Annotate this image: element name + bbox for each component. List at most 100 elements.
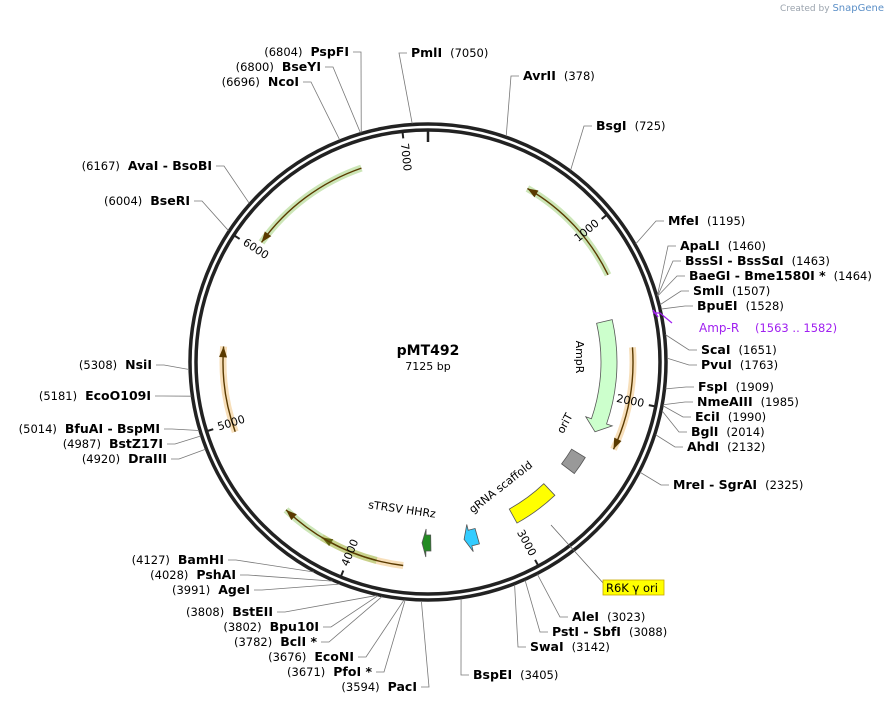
snapgene-credit: Created by SnapGene	[780, 3, 884, 14]
orf-arc	[260, 167, 362, 243]
orf-arrowhead	[613, 437, 622, 450]
site-leader	[358, 599, 405, 658]
site-label: (3594)PacI	[341, 679, 417, 694]
site-name: AvrII	[523, 68, 556, 83]
tick-mark	[601, 213, 608, 220]
tick-mark	[401, 131, 405, 139]
tick-mark	[648, 404, 656, 408]
site-position: (3405)	[520, 668, 558, 682]
site-position: (3023)	[607, 610, 645, 624]
site-leader	[639, 471, 669, 486]
site-position: (4920)	[82, 452, 120, 466]
site-position: (3782)	[234, 635, 272, 649]
tick-mark	[233, 234, 241, 240]
site-label: (4028)PshAI	[150, 567, 236, 582]
feature-label-ampr: AmpR	[573, 341, 586, 374]
site-leader	[171, 448, 206, 460]
site-label: SwaI (3142)	[530, 639, 610, 654]
site-leader	[460, 598, 469, 676]
orf-arc-halo	[283, 507, 378, 564]
site-label: BpuEI(1528)	[697, 298, 784, 313]
site-label: (6800) BseYI	[236, 59, 321, 74]
site-label: FspI(1909)	[698, 379, 774, 394]
site-position: (1763)	[740, 358, 778, 372]
site-position: (3991)	[172, 583, 210, 597]
site-name: FspI	[698, 379, 728, 394]
site-position: (1990)	[728, 410, 766, 424]
site-leader	[661, 410, 687, 433]
tick-label: 2000	[615, 392, 645, 410]
site-name: DraIII	[128, 451, 167, 466]
site-name: BssSI - BssSαI	[685, 253, 784, 268]
site-leader	[661, 305, 693, 310]
site-name: PvuI	[701, 357, 732, 372]
site-leader	[156, 364, 190, 370]
site-label: PvuI (1763)	[701, 357, 778, 372]
site-leader	[662, 405, 691, 418]
site-position: (3142)	[572, 640, 610, 654]
site-name: BclI *	[280, 634, 317, 649]
credit-brand: SnapGene	[832, 3, 884, 14]
site-name: EcoNI	[314, 649, 354, 664]
site-position: (6167)	[82, 159, 120, 173]
site-leader	[240, 574, 333, 582]
site-name: PshAI	[196, 567, 236, 582]
site-name: MreI - SgrAI	[673, 477, 757, 492]
site-name: PspFI	[310, 44, 349, 59]
site-label: (3991)AgeI	[172, 582, 250, 597]
site-name: SwaI	[530, 639, 564, 654]
site-leader	[655, 434, 683, 448]
site-name: BstZ17I	[109, 436, 163, 451]
site-label: BsgI(725)	[596, 118, 666, 133]
site-leader	[321, 596, 383, 643]
site-label: (3671)PfoI *	[287, 664, 372, 679]
site-label: (6167)AvaI - BsoBI	[82, 158, 212, 173]
site-leader	[277, 595, 377, 613]
orf-arc	[527, 187, 609, 276]
site-position: (1195)	[707, 214, 745, 228]
tick-mark	[339, 570, 345, 578]
site-position: (725)	[635, 119, 666, 133]
site-position: (2132)	[727, 440, 765, 454]
plasmid-name: pMT492	[397, 343, 460, 359]
site-position: (3088)	[629, 625, 667, 639]
plasmid-length: 7125 bp	[405, 360, 450, 373]
site-position: (3802)	[223, 620, 261, 634]
site-leader	[570, 125, 592, 171]
site-position: (3808)	[186, 605, 224, 619]
tick-mark	[206, 428, 214, 433]
feature-layer	[421, 319, 618, 558]
site-position: (6696)	[222, 75, 260, 89]
orf-arrowhead	[219, 346, 228, 358]
tick-label: 3000	[514, 528, 539, 559]
site-name: BglI	[691, 424, 718, 439]
site-name: EcoO109I	[85, 388, 151, 403]
site-name: NmeAIII	[697, 394, 753, 409]
site-name: PstI - SbfI	[552, 624, 621, 639]
site-position: (7050)	[450, 46, 488, 60]
tick-mark	[534, 559, 540, 567]
site-leader	[194, 200, 229, 231]
r6k-label-box	[602, 579, 665, 596]
site-leader	[303, 81, 341, 141]
site-label: PstI - SbfI (3088)	[552, 624, 667, 639]
site-label: EciI(1990)	[695, 409, 766, 424]
site-leader	[254, 583, 340, 591]
site-name: NcoI	[268, 74, 299, 89]
orf-arrowhead	[261, 231, 272, 243]
site-label: (3782) BclI *	[234, 634, 317, 649]
site-label: (5181)EcoO109I	[39, 388, 151, 403]
site-name: SmlI	[693, 283, 724, 298]
site-leader	[657, 260, 681, 296]
site-label: (6696) NcoI	[222, 74, 299, 89]
site-label: BssSI - BssSαI(1463)	[685, 253, 830, 268]
site-position: (5014)	[19, 422, 57, 436]
site-leader	[663, 401, 693, 406]
site-leader	[376, 599, 406, 673]
site-leader	[164, 428, 200, 431]
strsv-arrow	[421, 528, 432, 558]
site-position: (6800)	[236, 60, 274, 74]
backbone-outer-ring	[188, 122, 668, 602]
site-name: BseYI	[282, 59, 321, 74]
